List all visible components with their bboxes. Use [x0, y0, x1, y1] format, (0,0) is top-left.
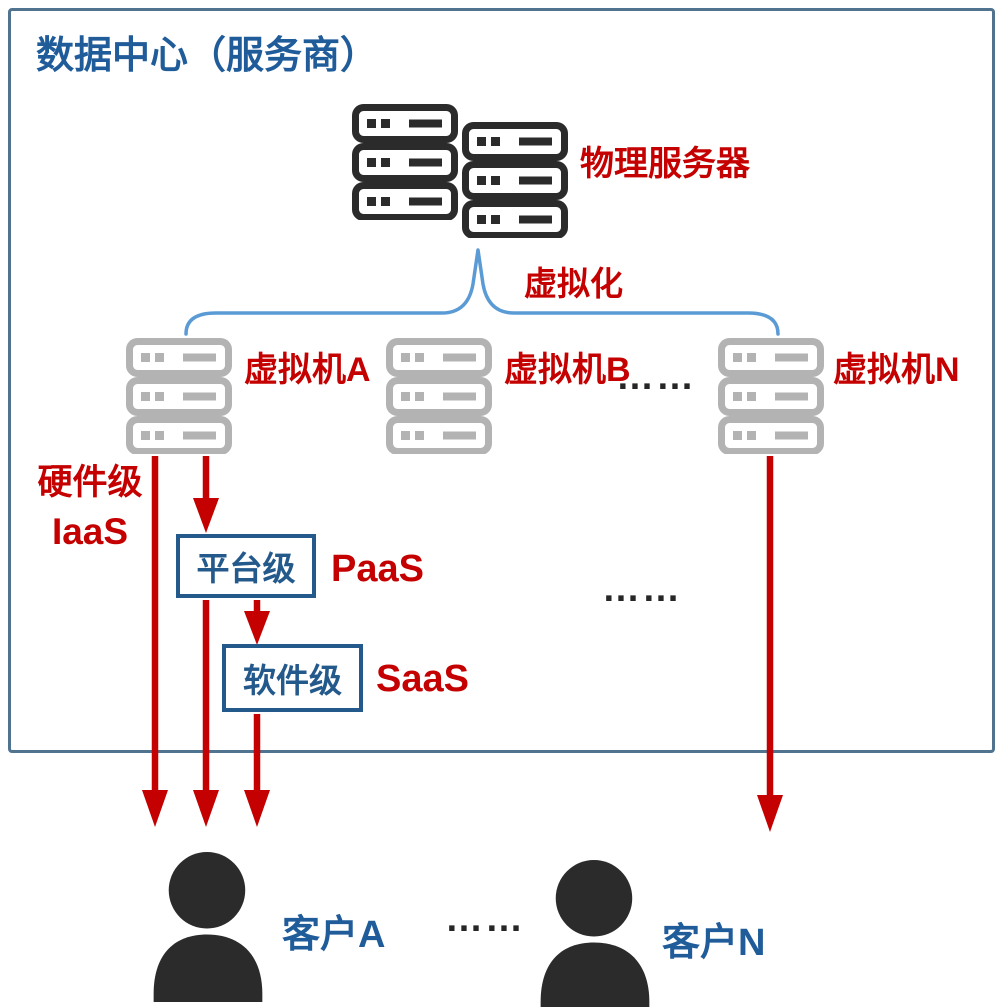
levels-ellipsis: …… [602, 568, 682, 610]
customer-a-icon [146, 849, 274, 1002]
physical-server-label: 物理服务器 [580, 145, 750, 183]
hardware-level-line2: IaaS [51, 511, 129, 552]
virtualization-label: 虚拟化 [524, 265, 623, 302]
hardware-level-label: 硬件级 IaaS [20, 458, 160, 556]
arrowhead-to-saas [244, 611, 270, 645]
datacenter-title: 数据中心（服务商） [36, 35, 379, 77]
customer-ellipsis: …… [445, 898, 525, 940]
customer-n-label: 客户N [662, 922, 766, 964]
vm-ellipsis: …… [616, 356, 696, 398]
arrowhead-paas-to-customer [193, 790, 219, 827]
hardware-level-line1: 硬件级 [37, 463, 143, 502]
platform-level-box: 平台级 [176, 534, 316, 598]
arrowhead-saas-to-customer [244, 790, 270, 827]
arrowhead-iaas-a [142, 790, 168, 827]
virtualization-brace [184, 248, 780, 336]
vm-n-icon [718, 338, 824, 454]
vm-b-label: 虚拟机B [504, 351, 631, 389]
arrow-heads [142, 498, 783, 832]
vm-a-icon [126, 338, 232, 454]
vm-b-icon [386, 338, 492, 454]
vm-n-label: 虚拟机N [833, 351, 960, 389]
saas-label: SaaS [376, 658, 469, 700]
arrowhead-iaas-n [757, 795, 783, 832]
paas-label: PaaS [331, 548, 424, 590]
arrowhead-to-paas [193, 498, 219, 533]
customer-n-icon [533, 857, 661, 1007]
service-arrows [151, 456, 774, 796]
vm-a-label: 虚拟机A [244, 351, 371, 389]
software-level-box: 软件级 [222, 644, 363, 712]
platform-level-label: 平台级 [196, 550, 296, 587]
datacenter-box [8, 8, 995, 753]
software-level-label: 软件级 [243, 662, 342, 699]
customer-a-label: 客户A [282, 914, 386, 956]
